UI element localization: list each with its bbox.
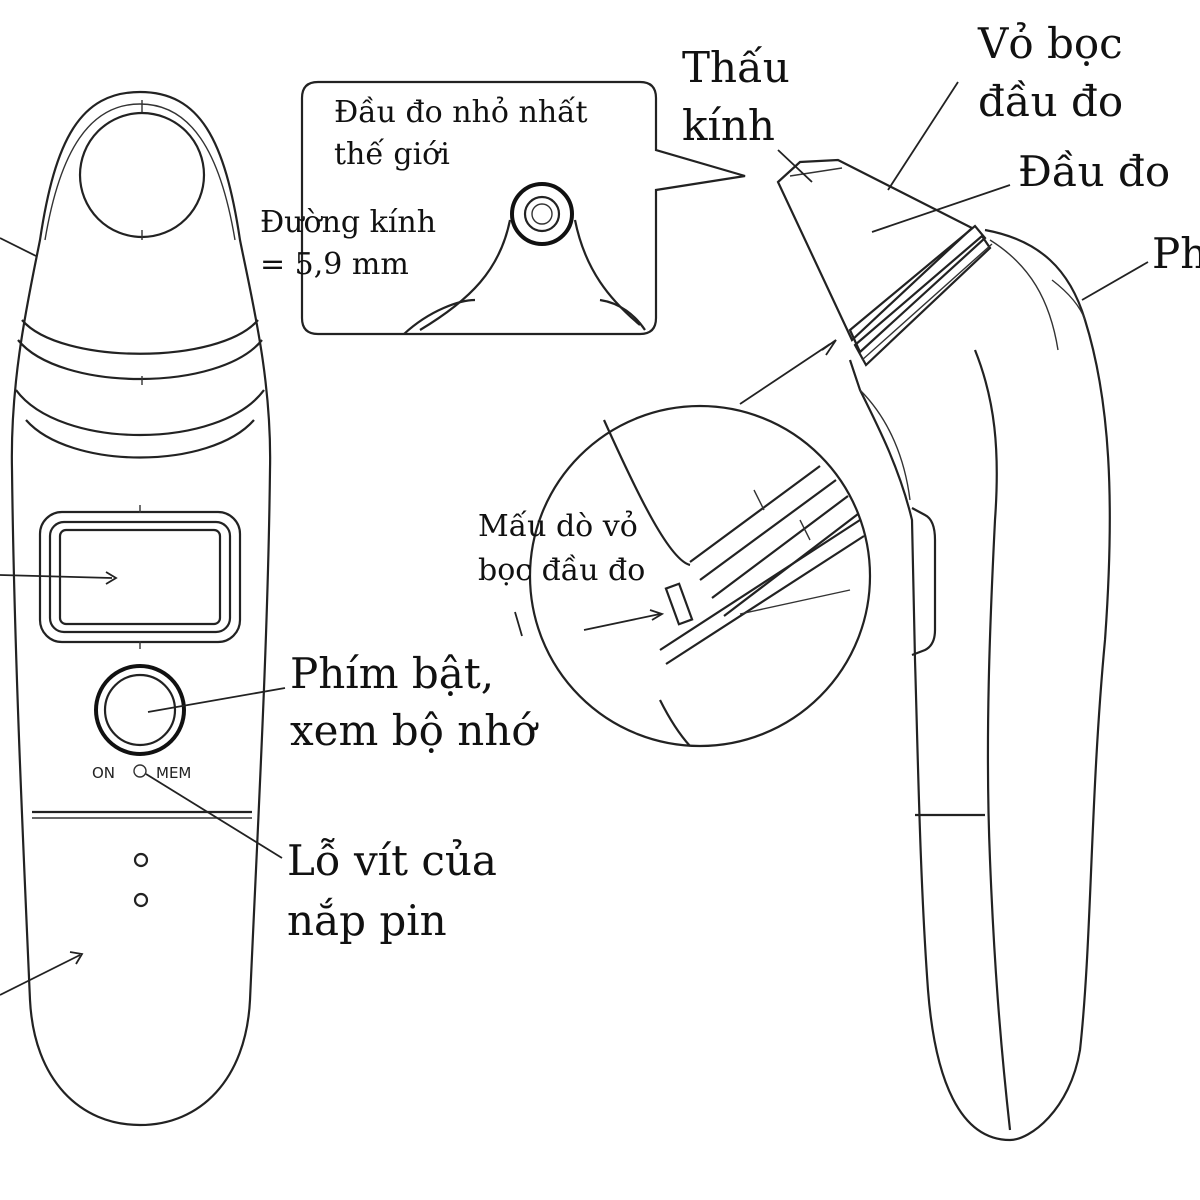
power-key-label-line1: Phím bật, [290, 649, 494, 698]
button-mem-text: MEM [156, 764, 191, 782]
mini-probe-tip [510, 182, 574, 246]
cover-detector-label-line1: Mấu dò vỏ [478, 509, 638, 544]
side-key-label-partial: Ph [1152, 229, 1200, 278]
power-mem-button[interactable] [94, 664, 186, 756]
lens-label-line2: kính [682, 101, 775, 150]
side-view-thermometer [776, 81, 1149, 1142]
screw-hole-lower [133, 892, 149, 908]
lens-label-line1: Thấu [682, 43, 790, 92]
callout-diameter-line2: = 5,9 mm [260, 247, 409, 282]
power-key-label-line2: xem bộ nhớ [290, 706, 539, 755]
battery-screw-label-line1: Lỗ vít của [287, 836, 497, 885]
callout-diameter-line1: Đường kính [260, 205, 436, 240]
cover-detector-pin [664, 582, 694, 626]
probe-label: Đầu đo [1018, 147, 1170, 196]
side-probe-cone [776, 158, 974, 342]
callout-title-line1: Đầu đo nhỏ nhất [334, 95, 588, 130]
cover-detector-label-line2: bọc đầu đo [478, 553, 645, 588]
screw-hole-upper [133, 852, 149, 868]
front-probe-lens [78, 111, 206, 239]
probe-cover-label-line1: Vỏ bọc [977, 19, 1123, 68]
battery-screw-label-line2: nắp pin [287, 896, 447, 945]
callout-title-line2: thế giới [334, 137, 450, 172]
front-view-thermometer: ON MEM [0, 90, 286, 1127]
button-on-text: ON [92, 764, 115, 782]
probe-callout-box [300, 80, 746, 336]
probe-cover-label-line2: đầu đo [978, 77, 1123, 126]
detail-zoom-circle [514, 339, 872, 748]
